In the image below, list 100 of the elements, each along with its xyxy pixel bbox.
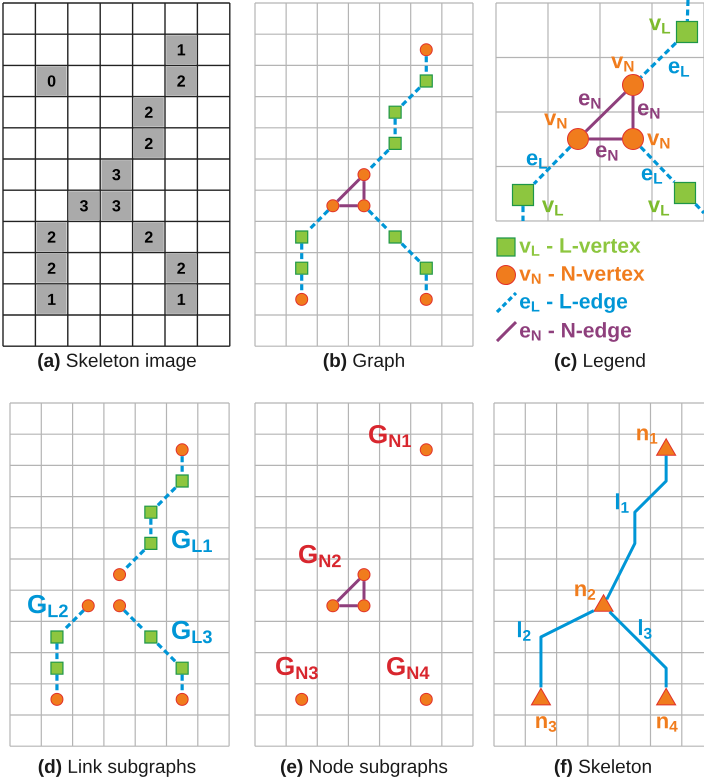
circle-vertex [357, 199, 370, 212]
pixel-cell: 2 [36, 222, 67, 252]
subgraph-label: G$_{L1}$ [172, 530, 212, 552]
edge-label: e$_{N}$ [578, 93, 600, 109]
legend-text: e$_{N}$ - N-edge [520, 322, 632, 342]
square-vertex [50, 662, 64, 675]
dashed-edge [300, 274, 304, 293]
edge-line [632, 96, 634, 128]
vertex-label: v$_{N}$ [544, 113, 566, 129]
circle-vertex [357, 599, 370, 612]
square-vertex [144, 630, 158, 644]
dashed-edge [521, 206, 525, 221]
square-vertex [176, 662, 189, 675]
pixel-cell: 2 [134, 222, 164, 252]
dashed-edge [180, 674, 184, 693]
square-vertex [50, 630, 64, 644]
edge-line [589, 138, 622, 140]
pixel-cell: 3 [101, 160, 132, 190]
circle-vertex [82, 599, 95, 612]
circle-vertex [357, 168, 370, 182]
edge-label: e$_{N}$ [596, 145, 618, 161]
subgraph-label: G$_{N1}$ [369, 424, 411, 448]
edge-label: l$_{1}$ [616, 493, 629, 513]
dashed-edge [149, 518, 152, 537]
pixel-cell: 2 [134, 98, 164, 127]
dashed-edge [694, 203, 704, 214]
dashed-edge [686, 0, 690, 21]
subgraph-label: G$_{L3}$ [172, 620, 212, 644]
dashed-edge [424, 274, 428, 293]
circle-vertex [295, 692, 308, 706]
square-vertex [388, 136, 402, 150]
legend-text: v$_{N}$ - N-vertex [519, 266, 644, 284]
dashed-edge [307, 209, 330, 232]
square-vertex [295, 262, 308, 275]
dashed-edge [62, 609, 85, 632]
pixel-cell: 3 [101, 191, 132, 220]
circle-vertex [420, 43, 433, 56]
edge-line [336, 578, 360, 602]
subgraph-label: G$_{N2}$ [299, 544, 341, 568]
edge-label: l$_{3}$ [638, 619, 652, 639]
subgraph-label: G$_{N4}$ [387, 656, 430, 680]
dashed-edge [532, 146, 572, 186]
edge-line [605, 456, 668, 600]
dashed-edge [639, 146, 676, 184]
dashed-edge [424, 56, 428, 74]
caption: (b) Graph [324, 353, 404, 371]
edge-line [339, 604, 358, 608]
dashed-edge [400, 242, 421, 263]
circle-vertex [113, 599, 126, 612]
dashed-edge [367, 148, 390, 172]
edge-label: e$_{L}$ [668, 61, 690, 77]
edge-line [584, 92, 626, 132]
dashed-edge [123, 548, 146, 572]
dashed-edge [367, 209, 390, 232]
edge-line [362, 581, 366, 600]
circle-vertex [113, 568, 126, 582]
subgraph-label: G$_{N3}$ [276, 656, 318, 680]
circle-vertex [295, 292, 308, 306]
square-vertex [420, 74, 433, 88]
square-vertex [144, 536, 158, 550]
edge-label: e$_{N}$ [638, 103, 660, 119]
edge-label: e$_{L}$ [526, 153, 548, 169]
pixel-cell: 1 [166, 35, 196, 64]
pixel-cell: 2 [166, 254, 196, 283]
caption: (e) Node subgraphs [280, 759, 448, 777]
vertex-label: n$_{2}$ [575, 584, 596, 600]
caption: (d) Link subgraphs [38, 759, 196, 777]
circle-vertex [357, 568, 370, 582]
circle-vertex [50, 692, 64, 706]
dashed-edge [394, 118, 397, 137]
square-vertex [388, 106, 402, 119]
vertex-label: n$_{3}$ [536, 716, 556, 732]
dashed-edge [640, 42, 678, 78]
edge-line [362, 181, 366, 200]
caption: (c) Legend [554, 353, 645, 371]
vertex-label: v$_{N}$ [611, 56, 634, 72]
edge-label: l$_{2}$ [518, 621, 530, 641]
subgraph-label: G$_{L2}$ [28, 594, 68, 618]
square-vertex [176, 474, 189, 488]
pixel-cell: 3 [69, 191, 99, 220]
pixel-cell: 1 [166, 284, 196, 314]
dashed-edge [123, 609, 146, 632]
legend-text: e$_{L}$ - L-edge [520, 293, 628, 313]
dashed-edge [156, 486, 177, 507]
circle-vertex [176, 692, 189, 706]
vertex-label: v$_{L}$ [649, 18, 670, 34]
square-vertex [420, 262, 433, 275]
legend-text: v$_{L}$ - L-vertex [519, 238, 641, 256]
caption: (f) Skeleton [554, 759, 651, 777]
pixel-cell: 2 [134, 128, 164, 158]
square-vertex [388, 230, 402, 244]
edge-label: e$_{L}$ [642, 168, 662, 184]
pixel-cell: 2 [166, 66, 196, 96]
circle-vertex [326, 599, 340, 612]
circle-vertex [326, 199, 340, 212]
edge-line [608, 610, 668, 688]
vertex-label: v$_{N}$ [647, 133, 670, 149]
edge-line [339, 204, 358, 208]
dashed-edge [300, 244, 304, 262]
dashed-edge [55, 644, 59, 662]
